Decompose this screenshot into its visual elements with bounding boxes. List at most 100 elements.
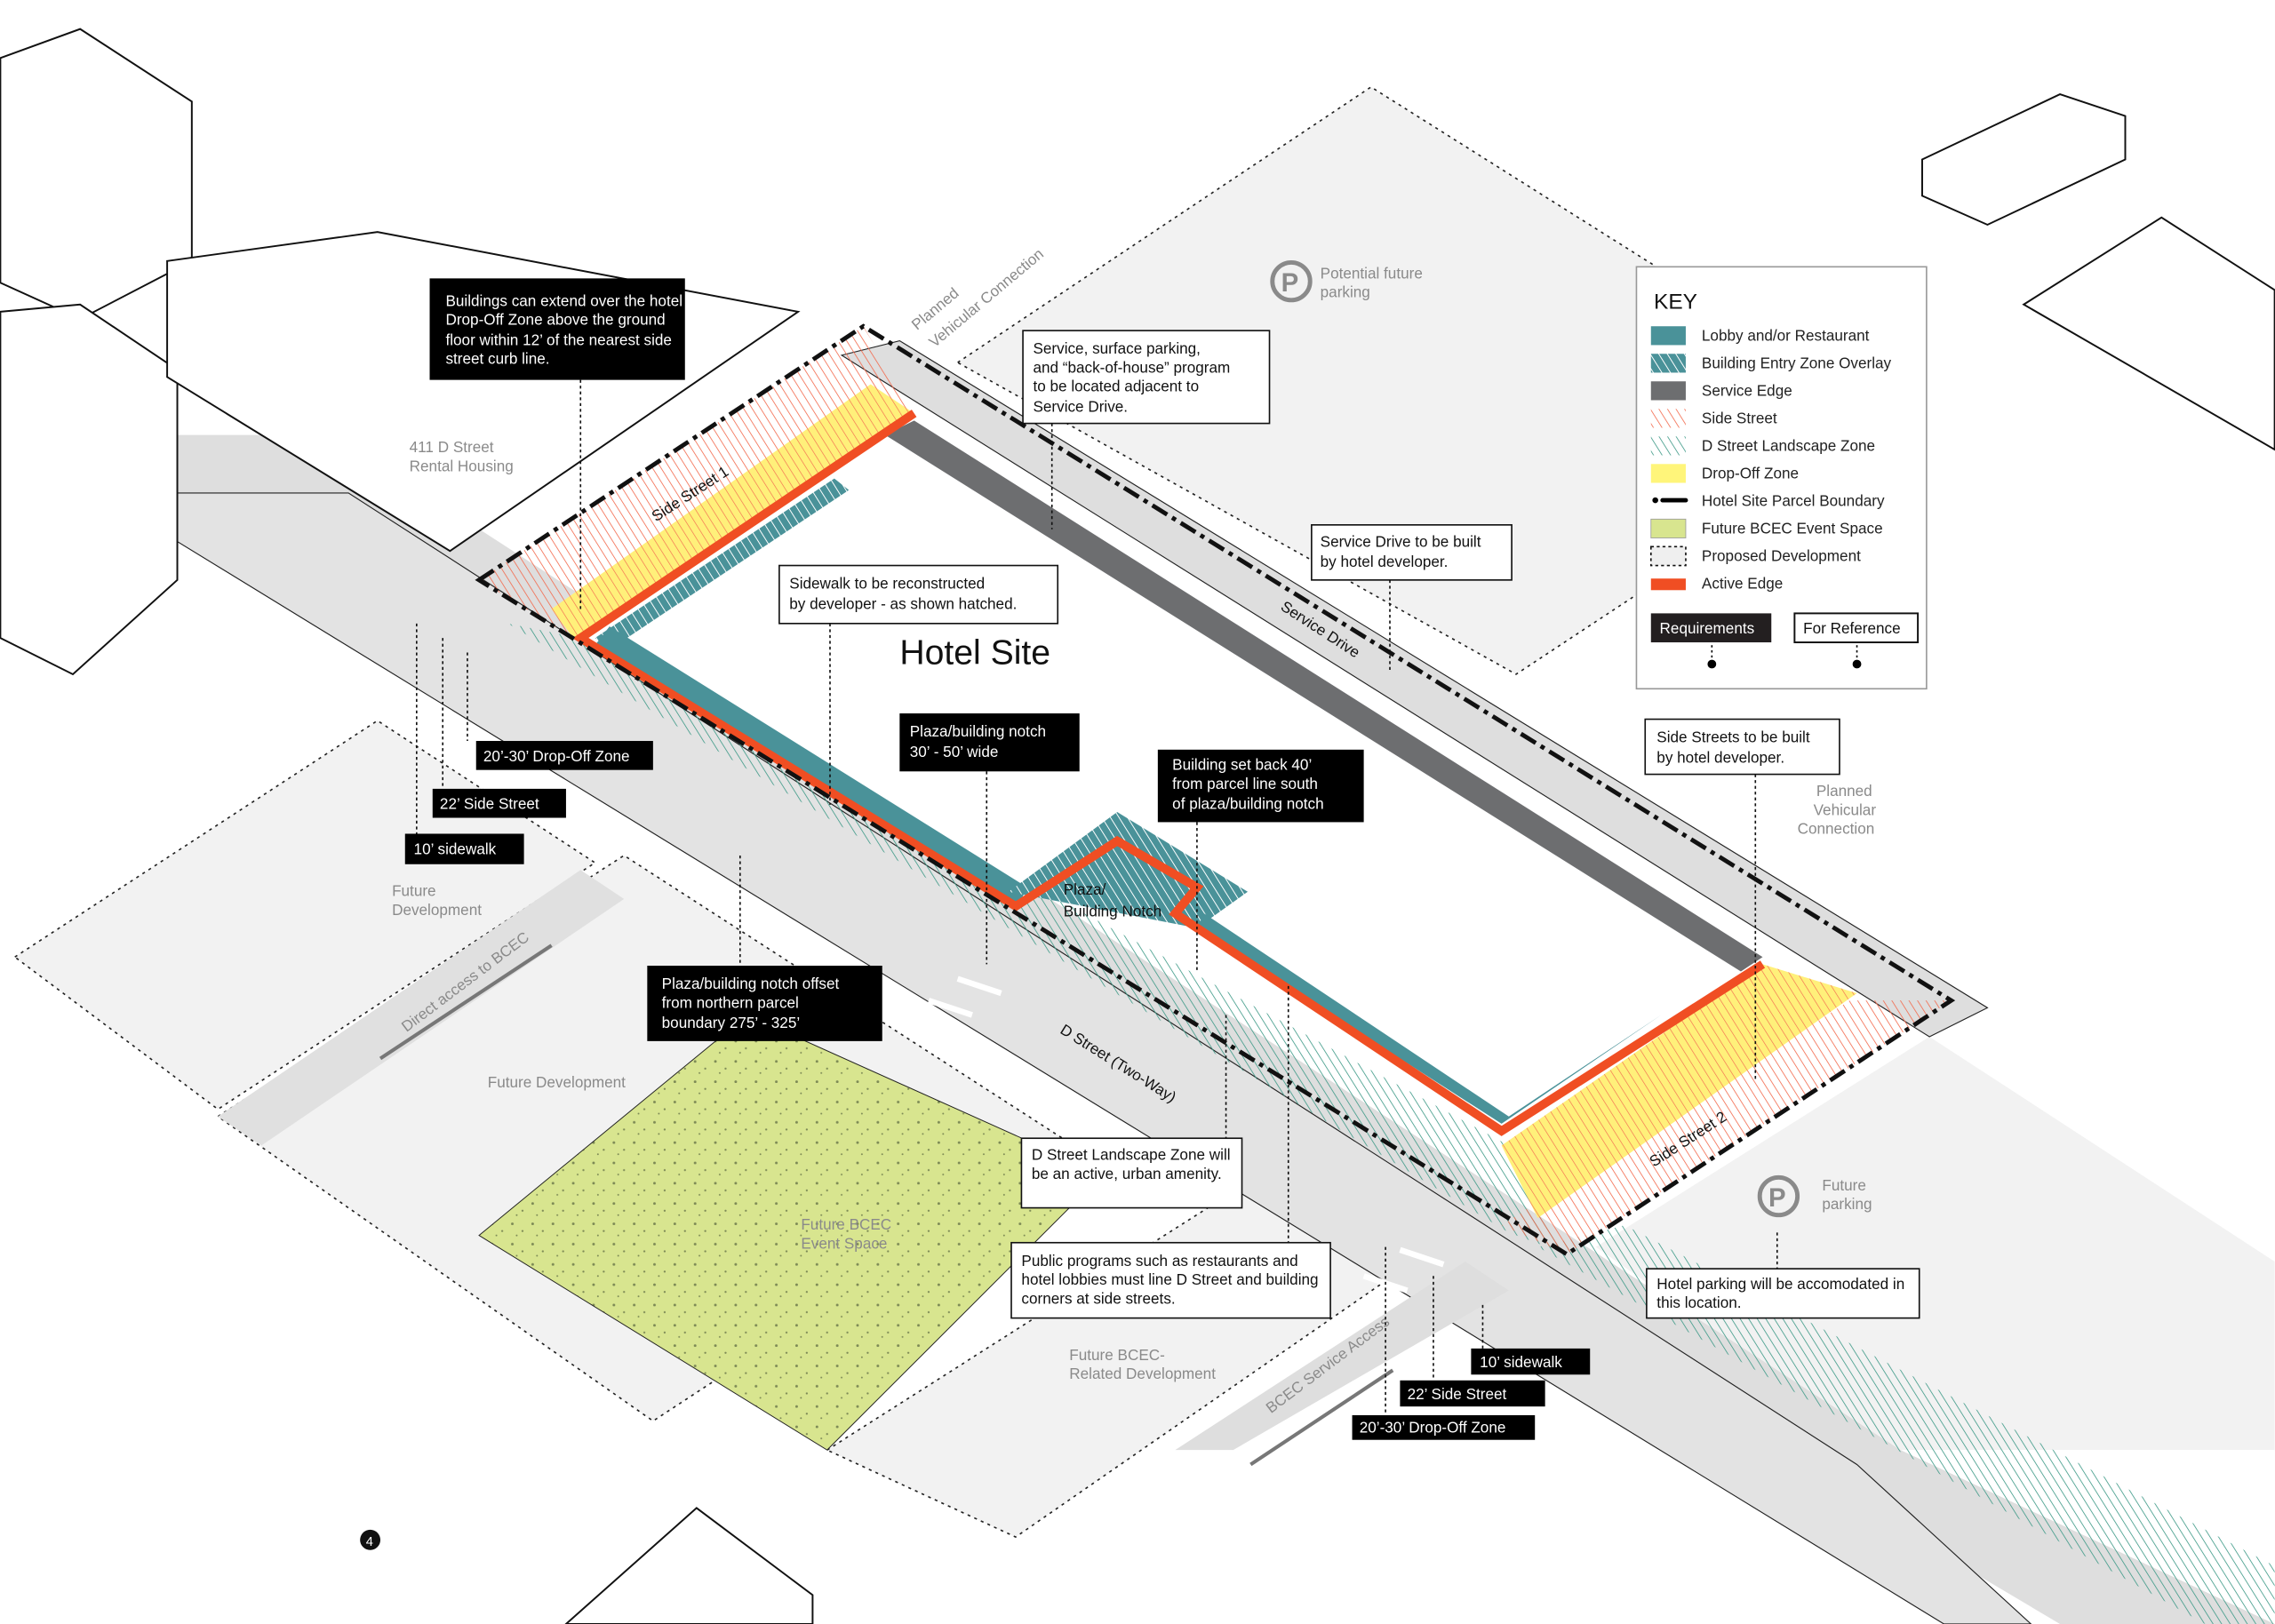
requirements-extend-2-text: floor within 12’ of the nearest side xyxy=(445,330,671,348)
future-parking-2: parking xyxy=(1822,1195,1872,1213)
planned-right-3: Connection xyxy=(1798,819,1875,837)
references-parking-1-text: this location. xyxy=(1656,1294,1741,1311)
service-access-arrow xyxy=(1249,1368,1394,1467)
legend: KEY Lobby and/or Restaurant Building Ent… xyxy=(1635,266,1928,690)
map_labels-page_marker-text: 4 xyxy=(366,1535,373,1549)
key-items-8-label-text: Proposed Development xyxy=(1702,547,1861,565)
potential-parking-1: Potential future xyxy=(1321,264,1423,282)
drop-off-zone-1 xyxy=(551,384,914,639)
direct-access-arrow xyxy=(379,943,553,1061)
references-service_drive-0-text: Service Drive to be built xyxy=(1321,532,1481,550)
references-landscape-1-text: be an active, urban amenity. xyxy=(1032,1165,1222,1182)
references-public-2-text: corners at side streets. xyxy=(1021,1289,1175,1307)
legend-swatch-lobby xyxy=(1650,326,1686,346)
key-requirements-text: Requirements xyxy=(1660,619,1755,637)
requirements-dims_nw-1-text: 22’ Side Street xyxy=(440,795,539,813)
map_labels-parking_symbol-text: P xyxy=(1281,268,1299,298)
rental-label-1: 411 D Street xyxy=(410,438,494,456)
legend-swatch-service xyxy=(1650,381,1686,401)
active-edge xyxy=(572,410,1766,1136)
dims-se: 10’ sidewalk 22’ Side Street 20’-30’ Dro… xyxy=(1352,1348,1591,1440)
requirement-extend: Buildings can extend over the hotelDrop-… xyxy=(429,278,685,380)
references-sidewalk-0-text: Sidewalk to be reconstructed xyxy=(789,575,985,593)
future-dev-left-2: Development xyxy=(392,901,482,919)
service-access-road xyxy=(1175,1261,1509,1451)
requirements-dims_se-1-text: 22’ Side Street xyxy=(1408,1385,1507,1403)
key-items-4-label-text: D Street Landscape Zone xyxy=(1702,437,1875,455)
legend-swatch-event xyxy=(1650,518,1687,538)
key-items-2-label-text: Service Edge xyxy=(1702,382,1792,400)
references-public-1-text: hotel lobbies must line D Street and bui… xyxy=(1021,1270,1318,1288)
potential-parking-2: parking xyxy=(1321,283,1370,301)
key-items-7-label-text: Future BCEC Event Space xyxy=(1702,520,1883,537)
reference-side-streets: Side Streets to be built by hotel develop… xyxy=(1644,718,1840,776)
drop-off-zone-2 xyxy=(1501,964,1857,1218)
lobby-strip xyxy=(595,478,850,650)
hotel-site-label: Hotel Site xyxy=(899,634,1050,673)
references-service-2-text: to be located adjacent to xyxy=(1033,378,1199,395)
requirements-notch_width-1-text: 30’ - 50’ wide xyxy=(910,743,999,760)
event-space-1: Future BCEC xyxy=(801,1215,891,1233)
references-parking-0-text: Hotel parking will be accomodated in xyxy=(1656,1275,1904,1293)
references-side_streets-1-text: by hotel developer. xyxy=(1656,749,1784,767)
references-service-1-text: and “back-of-house” program xyxy=(1033,358,1230,376)
side-street-2 xyxy=(1501,1000,1952,1254)
requirements-dims_se-0-text: 10’ sidewalk xyxy=(1480,1353,1562,1371)
event-space-2: Event Space xyxy=(801,1234,887,1252)
requirements-setback-1-text: from parcel line south xyxy=(1172,775,1318,792)
legend-requirements xyxy=(1650,613,1772,643)
reference-public: Public programs such as restaurants andh… xyxy=(1010,1241,1331,1319)
future-dev-left-1: Future xyxy=(392,882,435,900)
rental-label-2: Rental Housing xyxy=(410,457,514,474)
legend-swatch-landscape xyxy=(1650,436,1686,456)
requirements-dims_nw-2-text: 10’ sidewalk xyxy=(414,840,497,857)
legend-swatch-active xyxy=(1650,578,1686,591)
plaza-label-2: Building Notch xyxy=(1064,903,1161,920)
bcec-related-2: Related Development xyxy=(1069,1365,1216,1382)
planned-right-1: Planned xyxy=(1816,782,1872,800)
legend-swatch-entry xyxy=(1650,354,1686,373)
requirements-setback-0-text: Building set back 40’ xyxy=(1172,756,1312,774)
dims-nw: 20’-30’ Drop-Off Zone 22’ Side Street 10… xyxy=(404,741,653,864)
reference-parking: Hotel parking will be accomodated inthis… xyxy=(1646,1268,1920,1319)
requirements-dims_nw-0-text: 20’-30’ Drop-Off Zone xyxy=(483,747,630,765)
requirements-notch_offset-1-text: from northern parcel xyxy=(662,993,799,1011)
key-items-9-label-text: Active Edge xyxy=(1702,575,1783,593)
parcel-boundary xyxy=(475,323,1956,1257)
direct-access-road xyxy=(218,870,625,1146)
plaza-label-1: Plaza/ xyxy=(1064,880,1106,898)
requirements-notch_offset-0-text: Plaza/building notch offset xyxy=(662,975,840,992)
requirements-extend-0-text: Buildings can extend over the hotel xyxy=(445,291,682,309)
requirement-notch-width: Plaza/building notch 30’ - 50’ wide xyxy=(899,713,1080,772)
requirements-dims_se-2-text: 20’-30’ Drop-Off Zone xyxy=(1360,1419,1506,1437)
legend-title: KEY xyxy=(1654,291,1697,314)
leader-lines xyxy=(416,379,1778,1415)
lobby-strip-dstreet xyxy=(595,626,1027,911)
service-drive-road xyxy=(840,339,1989,1038)
d-street-landscape-zone xyxy=(507,623,1568,1254)
references-service_drive-1-text: by hotel developer. xyxy=(1321,553,1449,570)
key-items-1-label-text: Building Entry Zone Overlay xyxy=(1702,354,1892,372)
key-items-0-label-text: Lobby and/or Restaurant xyxy=(1702,327,1870,345)
requirements-extend-1-text: Drop-Off Zone above the ground xyxy=(445,311,665,329)
reference-service-drive: Service Drive to be built by hotel develo… xyxy=(1311,524,1513,581)
requirements-notch_offset-2-text: boundary 275’ - 325’ xyxy=(662,1014,801,1031)
future-parking-1: Future xyxy=(1822,1176,1866,1194)
bcec-related-1: Future BCEC- xyxy=(1069,1346,1165,1364)
page-marker: 4 xyxy=(360,1529,381,1550)
map_labels-parking_symbol-text: P xyxy=(1768,1183,1786,1213)
references-service-0-text: Service, surface parking, xyxy=(1033,339,1200,357)
future-parking-icon: P xyxy=(1757,1174,1800,1218)
legend-swatch-dropoff xyxy=(1650,464,1686,483)
requirement-setback: Building set back 40’from parcel line so… xyxy=(1157,749,1364,823)
requirements-notch_width-0-text: Plaza/building notch xyxy=(910,722,1046,740)
references-service-3-text: Service Drive. xyxy=(1033,398,1128,416)
requirements-setback-2-text: of plaza/building notch xyxy=(1172,795,1323,813)
key-items-5-label-text: Drop-Off Zone xyxy=(1702,465,1799,482)
references-side_streets-0-text: Side Streets to be built xyxy=(1656,728,1810,746)
legend-swatch-boundary xyxy=(1652,497,1688,504)
references-landscape-0-text: D Street Landscape Zone will xyxy=(1032,1146,1231,1164)
